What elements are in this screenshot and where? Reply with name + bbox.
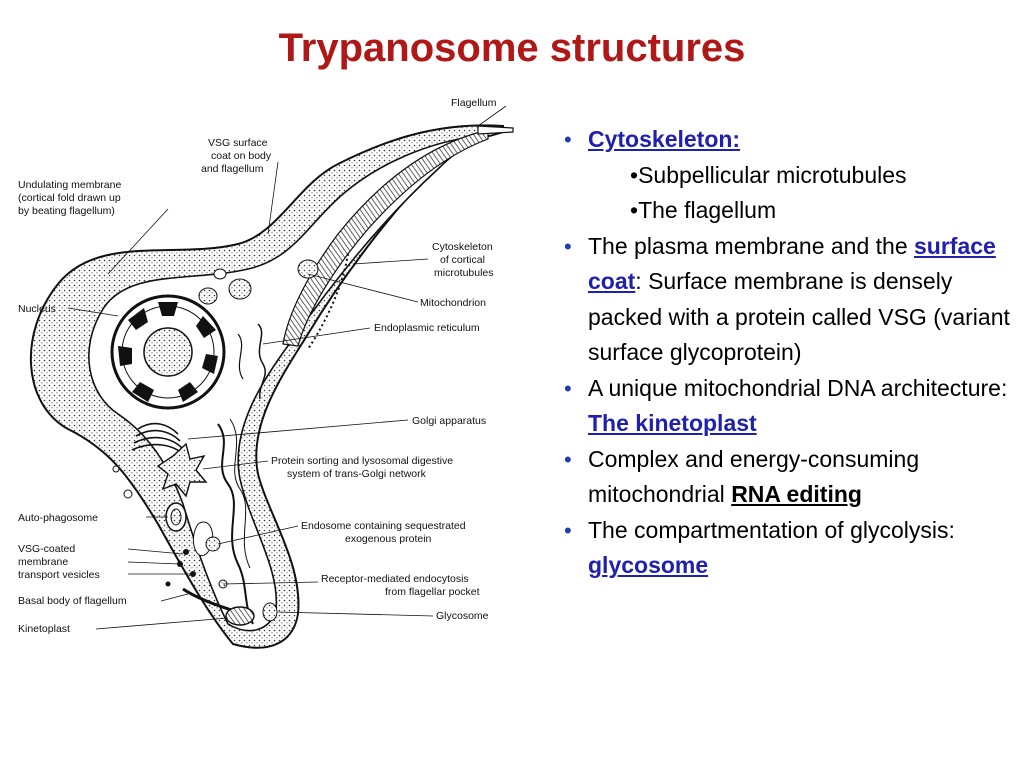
keyword-kinetoplast: The kinetoplast xyxy=(588,410,757,436)
label-cytoskeleton: Cytoskeleton of cortical microtubules xyxy=(432,241,496,279)
keyword-rna-editing: RNA editing xyxy=(731,481,862,507)
flagellum-shape xyxy=(282,129,489,347)
bullet-plasma-membrane: • The plasma membrane and the surface co… xyxy=(564,229,1014,371)
bullet-mitochondrial-dna: • A unique mitochondrial DNA architectur… xyxy=(564,371,1014,442)
label-kinetoplast: Kinetoplast xyxy=(18,623,70,635)
label-mitochondrion: Mitochondrion xyxy=(420,297,486,309)
undulating-membrane-shape xyxy=(29,124,504,649)
label-golgi: Golgi apparatus xyxy=(412,415,486,427)
trypanosome-drawing: Flagellum VSG surface coat on body and f… xyxy=(18,97,514,649)
slide-title: Trypanosome structures xyxy=(278,26,746,70)
keyword-surface-coat: surface coat xyxy=(588,232,996,295)
bullet-marker: • xyxy=(564,517,572,543)
label-auto-phagosome: Auto-phagosome xyxy=(18,512,98,524)
bullet-cytoskeleton: • Cytoskeleton: xyxy=(564,122,1014,158)
bullet-list: • Cytoskeleton: •Subpellicular microtubu… xyxy=(564,122,1014,584)
label-flagellum: Flagellum xyxy=(451,97,497,109)
bullet-marker: • xyxy=(564,127,572,152)
trypanosome-diagram: Flagellum VSG surface coat on body and f… xyxy=(8,84,528,684)
bullet-marker: • xyxy=(564,233,572,259)
sub-bullet-flagellum: •The flagellum xyxy=(630,197,777,223)
label-glycosome: Glycosome xyxy=(436,610,489,622)
label-protein-sorting: Protein sorting and lysosomal digestive … xyxy=(271,455,456,480)
label-vsg-coated-vesicles: VSG-coated membrane transport vesicles xyxy=(18,543,100,581)
bullet-rna-editing: • Complex and energy-consuming mitochond… xyxy=(564,442,1014,513)
nucleus-chromatin xyxy=(118,302,218,402)
label-nucleus: Nucleus xyxy=(18,303,56,315)
keyword-glycosome: glycosome xyxy=(588,552,709,578)
kinetoplast-shape xyxy=(225,606,255,626)
label-endoplasmic-reticulum: Endoplasmic reticulum xyxy=(374,322,480,334)
lysosome-shape xyxy=(156,442,208,498)
bullet-glycolysis: • The compartmentation of glycolysis: gl… xyxy=(564,513,1014,584)
bullet-marker: • xyxy=(564,446,572,472)
label-receptor-mediated: Receptor-mediated endocytosis from flage… xyxy=(321,573,480,598)
keyword-cytoskeleton: Cytoskeleton: xyxy=(588,126,741,152)
label-endosome: Endosome containing sequestrated exogeno… xyxy=(301,520,469,545)
label-undulating-membrane: Undulating membrane (cortical fold drawn… xyxy=(18,179,124,217)
label-basal-body: Basal body of flagellum xyxy=(18,595,127,607)
sub-bullet-microtubules: •Subpellicular microtubules xyxy=(630,161,907,188)
label-vsg-surface-coat: VSG surface coat on body and flagellum xyxy=(201,137,274,175)
nucleolus-shape xyxy=(143,327,193,377)
glycosome-shape xyxy=(262,602,278,622)
bullet-marker: • xyxy=(564,375,572,401)
